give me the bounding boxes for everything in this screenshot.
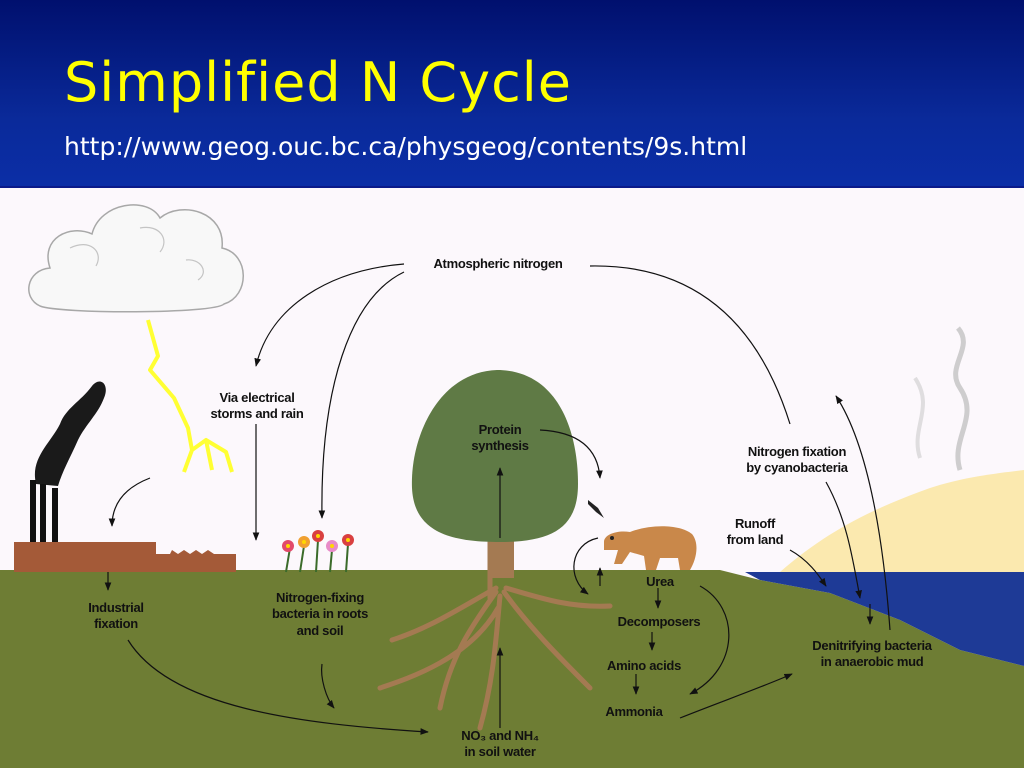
tree-icon <box>377 370 613 731</box>
label-protein-synthesis: Protein synthesis <box>471 422 529 454</box>
arrow-protein-to-bear <box>539 429 603 479</box>
volcano-icon <box>780 326 1024 572</box>
arrow-cyanobacteria-to-mud <box>825 481 862 599</box>
arrow-ammonia-to-denitrifying <box>679 673 793 719</box>
arrow-urea-loop <box>689 585 730 695</box>
source-url: http://www.geog.ouc.bc.ca/physgeog/conte… <box>64 132 748 161</box>
label-ammonia: Ammonia <box>605 704 663 719</box>
smoke-icon <box>34 381 106 486</box>
bear-icon <box>604 526 697 570</box>
arrow-bacteria-to-soilwater <box>321 663 335 709</box>
label-industrial-fixation: Industrial fixation <box>88 600 144 632</box>
label-nitrogen-fixing-bacteria: Nitrogen-fixing bacteria in roots and so… <box>271 590 369 638</box>
label-decomposers: Decomposers <box>617 614 701 629</box>
cloud-icon <box>28 204 244 313</box>
ground <box>0 570 1024 768</box>
label-runoff: Runoff from land <box>726 516 784 548</box>
label-denitrifying-bacteria: Denitrifying bacteria in anaerobic mud <box>812 638 932 670</box>
slide-header <box>0 0 1024 186</box>
arrow-mud-to-atmosphere <box>835 395 891 631</box>
arrow-smoke-to-factory <box>108 477 151 527</box>
slide-title: Simplified N Cycle <box>64 51 572 114</box>
label-urea: Urea <box>646 574 674 589</box>
label-atmospheric-nitrogen: Atmospheric nitrogen <box>433 256 563 271</box>
label-nitrogen-fixation-cyanobacteria: Nitrogen fixation by cyanobacteria <box>746 444 848 476</box>
lightning-icon <box>146 319 234 473</box>
flow-arrows <box>104 263 891 735</box>
arrow-bear-to-urea <box>573 537 599 595</box>
arrow-runoff-to-sea <box>789 549 827 587</box>
arrow-industrial-to-soilwater <box>127 639 429 735</box>
arrow-atmosphere-to-bacteria <box>318 271 405 519</box>
sea-icon <box>745 572 1024 666</box>
label-electrical-storms: Via electrical storms and rain <box>210 390 304 422</box>
diagram-canvas <box>0 204 1024 768</box>
flowers-icon <box>282 530 354 573</box>
label-amino-acids: Amino acids <box>607 658 681 673</box>
factory-icon <box>14 480 236 572</box>
bird-icon <box>588 500 604 518</box>
arrow-atmosphere-to-storms <box>254 263 405 367</box>
nitrogen-cycle-diagram: Atmospheric nitrogen Via electrical stor… <box>0 188 1024 768</box>
label-no3-nh4: NO₃ and NH₄ in soil water <box>461 728 539 760</box>
arrow-atmosphere-to-cyanobacteria <box>589 265 791 425</box>
